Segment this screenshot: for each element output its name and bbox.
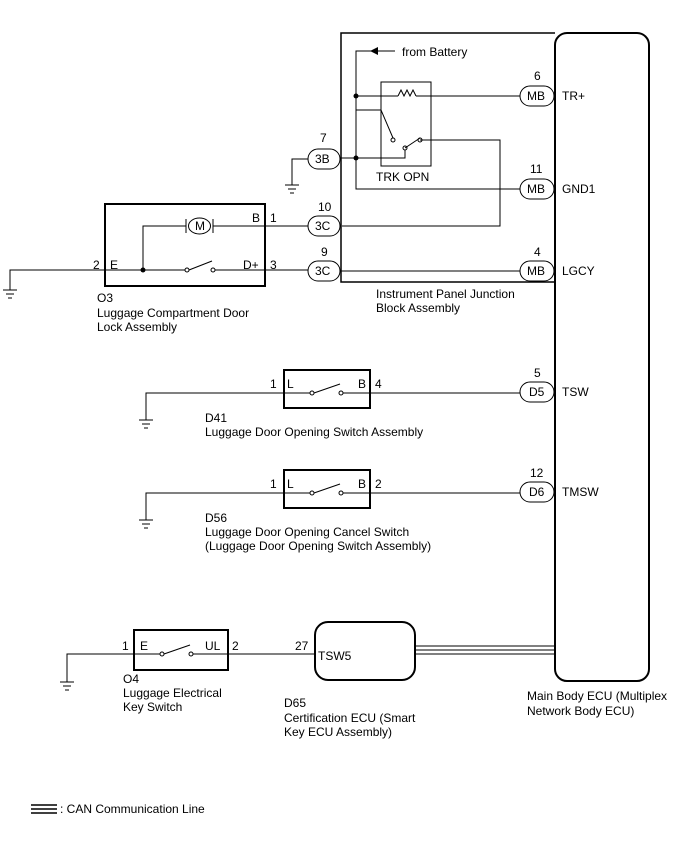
connector-d5-name: D5 bbox=[529, 385, 545, 399]
d56-switch-arm bbox=[313, 483, 341, 494]
connector-d6 bbox=[519, 481, 555, 503]
connector-mb-trp bbox=[519, 85, 555, 107]
lock-pin-dplus: 3 bbox=[270, 258, 277, 272]
o4-term-e: E bbox=[140, 639, 148, 653]
junction-block-name-1: Instrument Panel Junction bbox=[376, 287, 515, 301]
d56-term-l: L bbox=[287, 477, 294, 491]
relay-label: TRK OPN bbox=[376, 170, 429, 184]
o4-switch-box bbox=[133, 629, 229, 671]
o4-term-ul: UL bbox=[205, 639, 221, 653]
connector-3b-pin: 7 bbox=[320, 131, 327, 145]
terminal-tmsw: TMSW bbox=[562, 485, 599, 499]
terminal-gnd1: GND1 bbox=[562, 182, 596, 196]
main-body-ecu-box bbox=[554, 32, 650, 682]
ground-icon bbox=[60, 681, 74, 691]
battery-label: from Battery bbox=[402, 45, 467, 59]
relay-coil-icon bbox=[397, 88, 417, 98]
d56-pin-l: 1 bbox=[270, 477, 277, 491]
o4-switch-arm bbox=[163, 644, 191, 655]
relay-contact-arm bbox=[404, 137, 421, 149]
can-legend-icon bbox=[31, 804, 57, 814]
relay-box bbox=[380, 81, 432, 167]
main-ecu-name-1: Main Body ECU (Multiplex bbox=[527, 689, 667, 703]
d56-code: D56 bbox=[205, 511, 227, 525]
lock-code: O3 bbox=[97, 291, 113, 305]
lock-assembly-box bbox=[104, 203, 266, 287]
d41-code: D41 bbox=[205, 411, 227, 425]
o4-code: O4 bbox=[123, 672, 139, 686]
d56-pin-b: 2 bbox=[375, 477, 382, 491]
d65-name-2: Key ECU Assembly) bbox=[284, 725, 392, 739]
connector-mb-lgcy-pin: 4 bbox=[534, 245, 541, 259]
lock-term-dplus: D+ bbox=[243, 258, 259, 272]
d41-pin-l: 1 bbox=[270, 377, 277, 391]
ground-icon bbox=[139, 519, 153, 529]
o4-name-1: Luggage Electrical bbox=[123, 686, 222, 700]
terminal-trp: TR+ bbox=[562, 89, 585, 103]
connector-mb-lgcy-name: MB bbox=[527, 264, 545, 278]
certification-ecu-box bbox=[314, 621, 416, 681]
lock-name-1: Luggage Compartment Door bbox=[97, 306, 249, 320]
d65-pin: 27 bbox=[295, 639, 309, 653]
o4-name-2: Key Switch bbox=[123, 700, 182, 714]
ground-icon bbox=[3, 289, 17, 299]
can-legend-label: : CAN Communication Line bbox=[60, 802, 205, 816]
connector-d6-name: D6 bbox=[529, 485, 545, 499]
lock-term-b: B bbox=[252, 211, 260, 225]
main-ecu-name-2: Network Body ECU) bbox=[527, 704, 634, 718]
d56-term-b: B bbox=[358, 477, 366, 491]
lock-switch-arm bbox=[188, 260, 213, 271]
battery-wire bbox=[355, 50, 395, 170]
relay-contact-left bbox=[390, 137, 396, 143]
connector-mb-trp-name: MB bbox=[527, 89, 545, 103]
d56-name-2: (Luggage Door Opening Switch Assembly) bbox=[205, 539, 431, 553]
junction-block-name-2: Block Assembly bbox=[376, 301, 460, 315]
svg-text:M: M bbox=[195, 219, 205, 233]
d41-pin-b: 4 bbox=[375, 377, 382, 391]
d41-term-l: L bbox=[287, 377, 294, 391]
lock-term-e: E bbox=[110, 258, 118, 272]
d41-name: Luggage Door Opening Switch Assembly bbox=[205, 425, 423, 439]
terminal-lgcy: LGCY bbox=[562, 264, 595, 278]
ground-icon bbox=[139, 419, 153, 429]
d65-code: D65 bbox=[284, 696, 306, 710]
d41-term-b: B bbox=[358, 377, 366, 391]
connector-d5-pin: 5 bbox=[534, 366, 541, 380]
ground-icon bbox=[285, 184, 299, 194]
lock-pin-e: 2 bbox=[93, 258, 100, 272]
d41-switch-arm bbox=[313, 383, 341, 394]
d65-terminal: TSW5 bbox=[318, 649, 352, 663]
d41-switch-box bbox=[283, 369, 371, 409]
o4-pin-ul: 2 bbox=[232, 639, 239, 653]
connector-3c-b-name: 3C bbox=[315, 264, 331, 278]
connector-3c-b-pin: 9 bbox=[321, 245, 328, 259]
connector-3c-a-pin: 10 bbox=[318, 200, 332, 214]
battery-arrow-icon bbox=[370, 47, 378, 55]
lock-pin-b: 1 bbox=[270, 211, 277, 225]
connector-3b-name: 3B bbox=[315, 152, 330, 166]
connector-mb-gnd1 bbox=[519, 178, 555, 200]
d65-name-1: Certification ECU (Smart bbox=[284, 711, 416, 725]
connector-mb-gnd1-name: MB bbox=[527, 182, 545, 196]
o4-pin-e: 1 bbox=[122, 639, 129, 653]
can-line bbox=[416, 645, 555, 655]
terminal-tsw: TSW bbox=[562, 385, 589, 399]
connector-mb-gnd1-pin: 11 bbox=[530, 162, 543, 176]
connector-d5 bbox=[519, 381, 555, 403]
d56-name-1: Luggage Door Opening Cancel Switch bbox=[205, 525, 409, 539]
connector-d6-pin: 12 bbox=[530, 466, 544, 480]
connector-mb-trp-pin: 6 bbox=[534, 69, 541, 83]
connector-3c-a-name: 3C bbox=[315, 219, 331, 233]
lock-name-2: Lock Assembly bbox=[97, 320, 177, 334]
